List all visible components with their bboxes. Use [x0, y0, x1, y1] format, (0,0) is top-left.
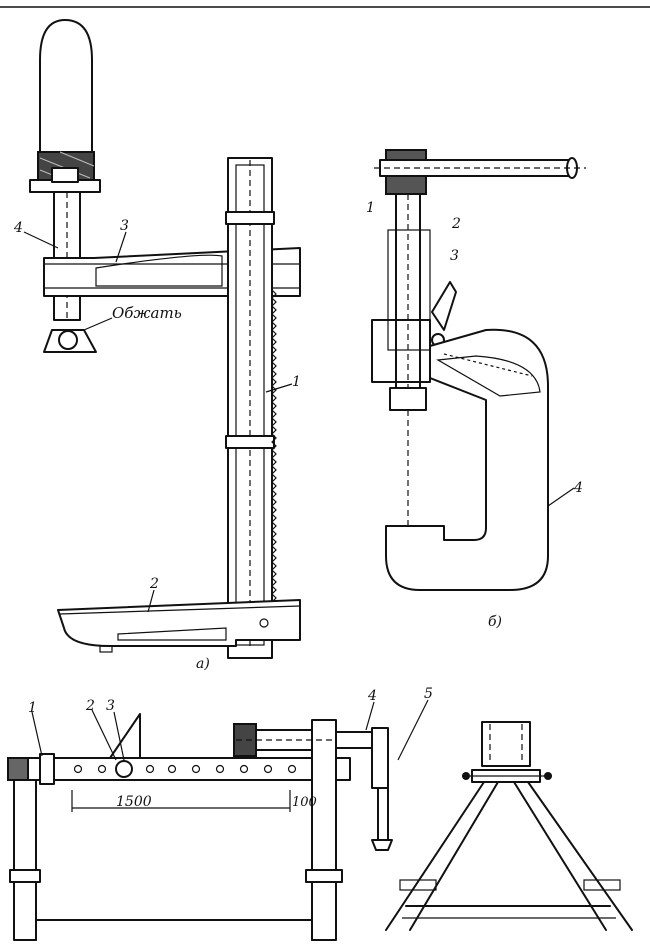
- callout-a-2: 2: [149, 576, 159, 592]
- clamp-jaw: [43, 329, 97, 353]
- callout-b-4: 4: [573, 480, 583, 496]
- dimension-100: 100: [292, 795, 317, 810]
- callout-c-5: 5: [424, 686, 433, 702]
- beam-holes: [73, 760, 297, 778]
- stand-legs: [9, 719, 343, 941]
- callout-c-3: 3: [106, 698, 115, 714]
- clamp-base: [57, 599, 301, 653]
- callout-b-3: 3: [450, 248, 459, 264]
- figure-c-stand-end: [385, 721, 633, 931]
- caption-b: б): [488, 614, 502, 630]
- t-handle: [374, 149, 586, 195]
- callout-b-2: 2: [451, 216, 461, 232]
- triangle-stop: [109, 713, 141, 759]
- screw: [387, 193, 431, 411]
- figure-c-stand-side: 1500 100 1 2 3 4 5: [7, 686, 433, 941]
- rack-bar: [225, 157, 277, 659]
- figure-b-screw-clamp: 1 2 3 4 б): [366, 149, 586, 630]
- clamp-handle: [29, 19, 101, 321]
- callout-a-1: 1: [292, 374, 301, 390]
- callout-c-2: 2: [85, 698, 95, 714]
- caption-a: а): [196, 656, 210, 672]
- callout-a-4: 4: [13, 220, 23, 236]
- post-screw-clamp: [233, 723, 393, 851]
- annotation-obzhat: Обжать: [112, 304, 182, 322]
- callout-c-1: 1: [28, 700, 37, 716]
- pawl: [431, 281, 457, 347]
- callout-b-1: 1: [366, 200, 375, 216]
- dimension-1500: 1500: [116, 794, 152, 810]
- callout-a-3: 3: [120, 218, 129, 234]
- figure-a-rack-clamp: 4 3 1 2 Обжать а): [13, 19, 301, 672]
- dimensions: [71, 790, 291, 812]
- stand-beam: [7, 757, 351, 781]
- c-frame: [385, 328, 549, 591]
- callout-c-4: 4: [367, 688, 377, 704]
